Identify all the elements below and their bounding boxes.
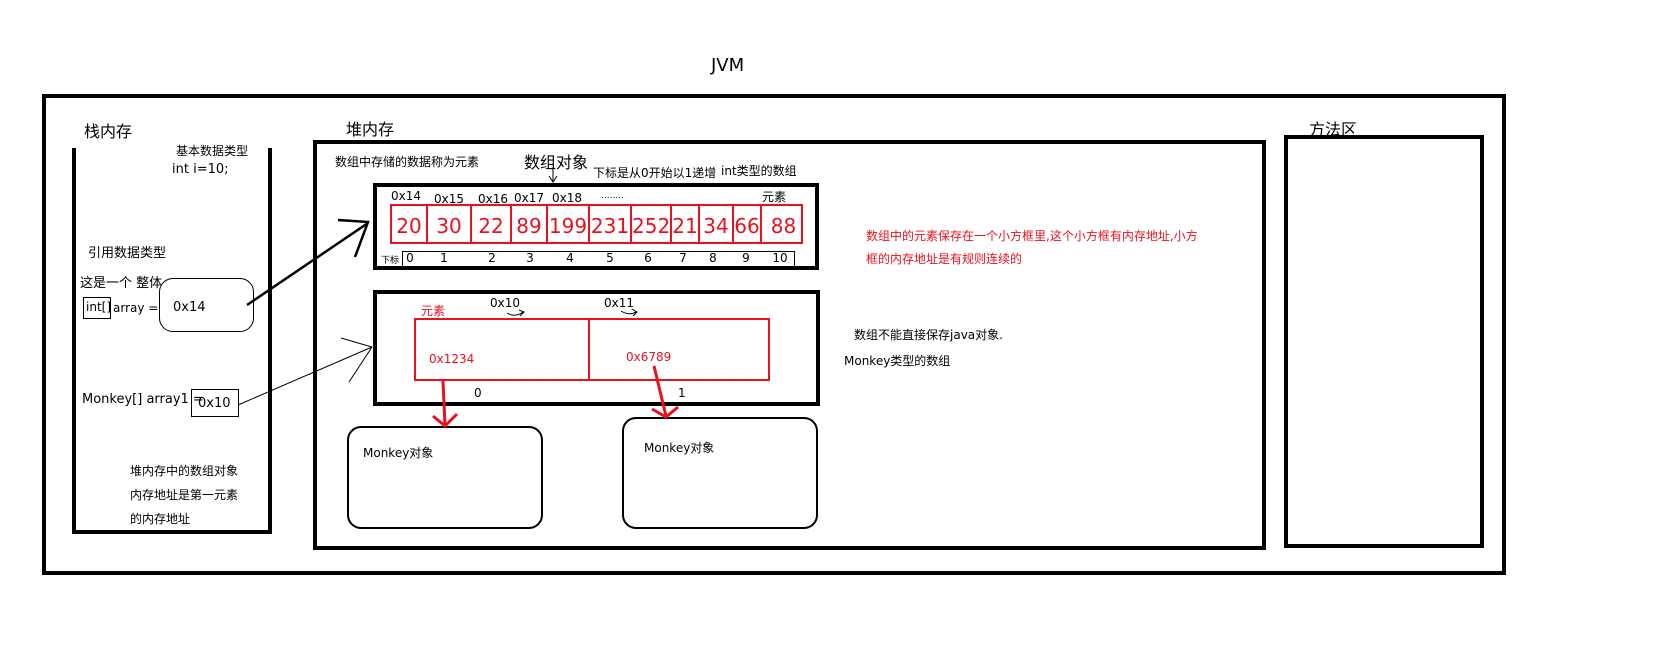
monkey-element-0: 0x1234 <box>429 352 475 366</box>
int-array-ref-box: 0x14 <box>159 278 254 332</box>
monkey-element-1: 0x6789 <box>626 350 672 364</box>
monkey-object-0-label: Monkey对象 <box>363 446 434 460</box>
monkey-array-address-1: 0x11 <box>604 296 635 310</box>
reference-title: 引用数据类型 <box>88 246 167 261</box>
int-array-index: 7 <box>679 251 687 265</box>
monkey-element-1-arrowhead <box>651 405 679 419</box>
monkey-array-pointer-arrowhead <box>340 337 373 383</box>
red-note-2: 框的内存地址是有规则连续的 <box>866 252 1023 266</box>
int-array-index: 3 <box>526 251 534 265</box>
int-array-index: 0 <box>406 251 414 265</box>
address-0x10-arrowhead <box>518 309 525 317</box>
jvm-title: JVM <box>711 55 745 76</box>
int-array-index: 6 <box>644 251 652 265</box>
int-array-index: 4 <box>566 251 574 265</box>
elements-note: 数组中存储的数据称为元素 <box>335 155 480 169</box>
int-array-element: 22 <box>472 206 512 242</box>
array-object-label: 数组对象 <box>524 153 589 172</box>
int-array-index: 5 <box>606 251 614 265</box>
int-array-index: 2 <box>488 251 496 265</box>
monkey-array-ref-value: 0x10 <box>198 396 231 411</box>
jvm-frame <box>42 94 1506 575</box>
int-array-element: 20 <box>392 206 428 242</box>
monkey-element-0-arrowhead <box>432 412 459 429</box>
stack-footnote-2: 内存地址是第一元素 <box>130 488 239 502</box>
int-array-address-2: 0x16 <box>478 192 509 206</box>
monkey-array-object <box>373 290 820 406</box>
stack-footnote-3: 的内存地址 <box>130 512 191 526</box>
heap-label: 堆内存 <box>346 120 395 139</box>
int-array-note: int类型的数组 <box>721 164 797 178</box>
monkey-array-element-label: 元素 <box>421 304 446 318</box>
method-area-frame <box>1284 135 1484 548</box>
int-array-name: array = <box>113 301 159 315</box>
address-0x11-arrowhead <box>631 308 638 317</box>
monkey-element-0-arrow <box>441 380 447 426</box>
address-0x10-arrow <box>506 311 524 316</box>
int-array-type: int[] <box>86 300 112 314</box>
int-array-element-label: 元素 <box>762 190 787 204</box>
int-array-index: 9 <box>742 251 750 265</box>
method-area-label: 方法区 <box>1309 120 1358 139</box>
int-array-object <box>373 183 819 270</box>
monkey-array-elements: 0x1234 0x6789 <box>414 318 770 381</box>
primitive-code: int i=10; <box>172 162 229 177</box>
monkey-index-1: 1 <box>678 386 686 400</box>
int-array-element: 252 <box>632 206 672 242</box>
int-array-index-bar <box>402 251 795 267</box>
int-array-pointer-arrowhead <box>337 218 370 258</box>
int-array-element: 21 <box>672 206 700 242</box>
int-array-element: 30 <box>428 206 472 242</box>
monkey-note-1: 数组不能直接保存java对象. <box>854 328 1003 342</box>
monkey-array-ref-box: 0x10 <box>191 389 239 417</box>
index-note: 下标是从0开始以1递增 <box>593 166 717 180</box>
heap-frame <box>313 140 1266 550</box>
monkey-note-2: Monkey类型的数组 <box>844 354 951 368</box>
int-array-index-label: 下标 <box>381 256 400 266</box>
int-array-pointer-arrow <box>246 221 369 307</box>
primitive-title: 基本数据类型 <box>176 144 249 158</box>
int-array-address-3: 0x17 <box>514 191 545 205</box>
whole-note: 这是一个 整体 <box>80 276 163 291</box>
int-array-element: 231 <box>590 206 632 242</box>
int-array-type-box: int[] <box>83 297 111 319</box>
monkey-array-decl: Monkey[] array1 = <box>82 392 204 407</box>
stack-footnote-1: 堆内存中的数组对象 <box>130 464 239 478</box>
monkey-element-1-arrow <box>652 365 668 417</box>
stack-label: 栈内存 <box>84 122 133 141</box>
monkey-object-1-label: Monkey对象 <box>644 441 715 455</box>
int-array-address-1: 0x15 <box>434 192 465 206</box>
int-array-address-4: 0x18 <box>552 191 583 205</box>
address-0x11-arrow <box>620 310 637 315</box>
int-array-ref-value: 0x14 <box>173 300 206 315</box>
int-array-address-more: ........ <box>601 191 624 201</box>
int-array-element: 89 <box>512 206 548 242</box>
int-array-element: 34 <box>700 206 734 242</box>
int-array-index: 10 <box>772 251 788 265</box>
int-array-index: 1 <box>440 251 448 265</box>
array-object-down-arrowhead <box>548 175 558 183</box>
red-note-1: 数组中的元素保存在一个小方框里,这个小方框有内存地址,小方 <box>866 229 1198 243</box>
monkey-object-1: Monkey对象 <box>622 417 818 529</box>
int-array-index: 8 <box>709 251 717 265</box>
monkey-array-address-0: 0x10 <box>490 296 521 310</box>
monkey-array-pointer-arrow <box>237 346 373 406</box>
int-array-element: 66 <box>734 206 762 242</box>
int-array-element: 88 <box>770 214 797 238</box>
int-array-element: 199 <box>548 206 590 242</box>
int-array-address-0: 0x14 <box>391 189 422 203</box>
monkey-cell-divider <box>588 320 590 379</box>
stack-frame <box>72 148 272 534</box>
monkey-index-0: 0 <box>474 386 482 400</box>
